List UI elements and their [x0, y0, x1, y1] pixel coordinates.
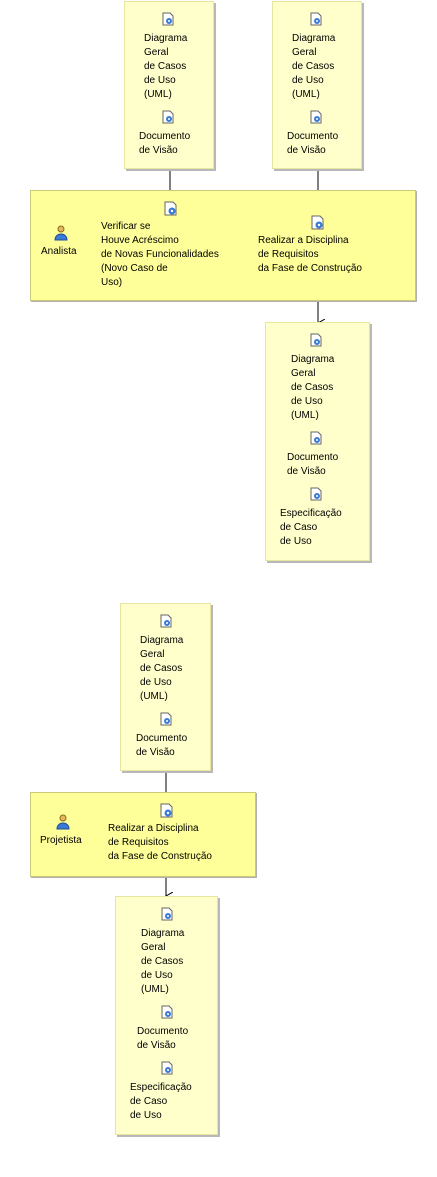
activity-icon [311, 215, 324, 230]
artifact-label: Documento de Visão [287, 452, 339, 477]
document-gear-icon [310, 333, 322, 347]
artifact-group-input: Diagrama Geral de Casos de Uso (UML) Doc… [120, 603, 211, 771]
artifact-group-input-left: Diagrama Geral de Casos de Uso (UML) Doc… [124, 1, 214, 169]
worker-icon [56, 814, 70, 830]
artifact-label: Documento de Visão [137, 1026, 189, 1051]
artifact-label: Documento de Visão [136, 733, 188, 758]
document-gear-icon [310, 487, 322, 501]
role-label: Projetista [40, 835, 82, 846]
activity-icon [164, 201, 177, 216]
role-label: Analista [41, 246, 77, 257]
artifact-group-output: Diagrama Geral de Casos de Uso (UML) Doc… [265, 322, 370, 561]
document-gear-icon [310, 12, 322, 26]
swimlane-projetista: Projetista Realizar a Disciplina de Requ… [30, 792, 256, 877]
artifact-label: Documento de Visão [287, 131, 339, 156]
document-gear-icon [161, 907, 173, 921]
artifact-label: Diagrama Geral de Casos de Uso (UML) [292, 33, 336, 100]
artifact-label: Diagrama Geral de Casos de Uso (UML) [144, 33, 188, 100]
worker-icon [54, 225, 68, 241]
artifact-label: Diagrama Geral de Casos de Uso (UML) [141, 928, 185, 995]
document-gear-icon [310, 431, 322, 445]
document-gear-icon [162, 110, 174, 124]
activity-label[interactable]: Realizar a Disciplina de Requisitos da F… [258, 235, 362, 274]
activity-label[interactable]: Verificar se Houve Acréscimo de Novas Fu… [101, 221, 219, 288]
document-gear-icon [161, 1005, 173, 1019]
artifact-label: Diagrama Geral de Casos de Uso (UML) [291, 354, 335, 421]
artifact-group-input-right: Diagrama Geral de Casos de Uso (UML) Doc… [272, 1, 362, 169]
document-gear-icon [162, 12, 174, 26]
artifact-group-output: Diagrama Geral de Casos de Uso (UML) Doc… [115, 896, 218, 1135]
document-gear-icon [160, 712, 172, 726]
artifact-label: Diagrama Geral de Casos de Uso (UML) [140, 635, 184, 702]
swimlane-analista: Analista Verificar se Houve Acréscimo de… [30, 190, 416, 301]
document-gear-icon [160, 614, 172, 628]
artifact-label: Especificação de Caso de Uso [130, 1082, 192, 1121]
artifact-label: Documento de Visão [139, 131, 191, 156]
document-gear-icon [161, 1061, 173, 1075]
artifact-label: Especificação de Caso de Uso [280, 508, 342, 547]
activity-icon [160, 803, 173, 818]
document-gear-icon [310, 110, 322, 124]
activity-label[interactable]: Realizar a Disciplina de Requisitos da F… [108, 823, 212, 862]
